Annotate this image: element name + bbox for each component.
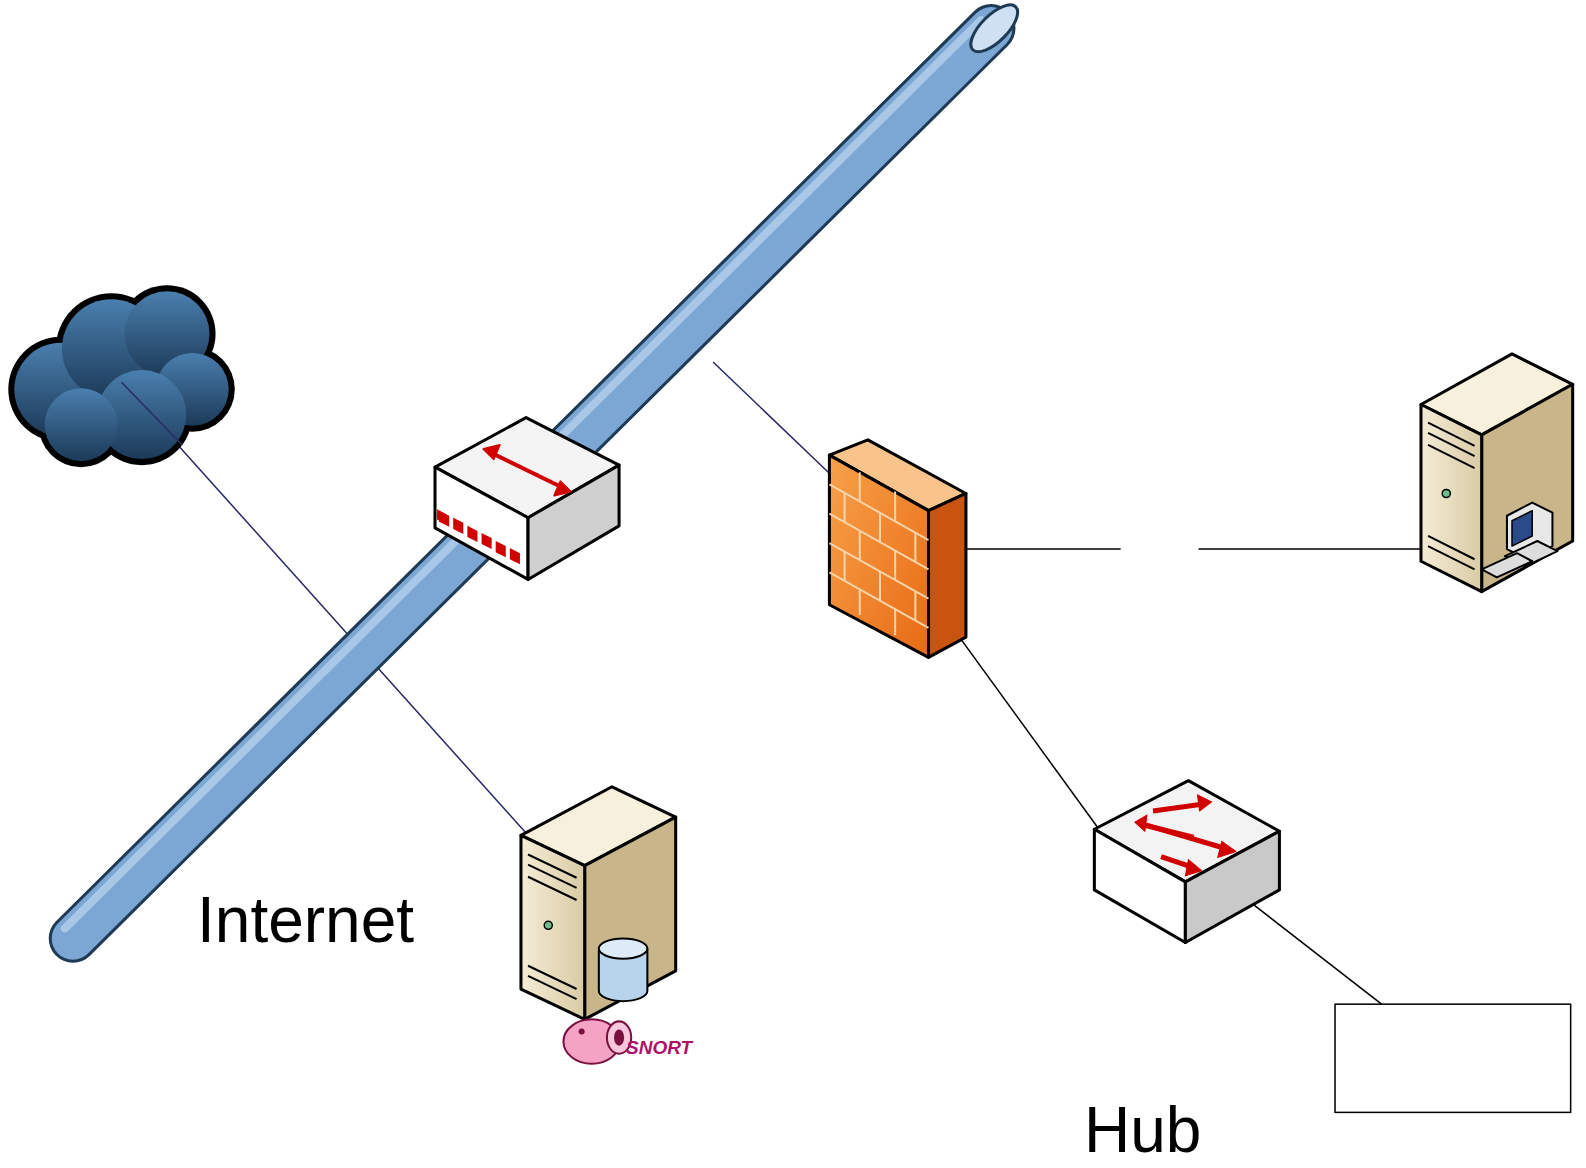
wire <box>713 362 831 475</box>
wire <box>961 639 1101 831</box>
internet-pipe <box>65 0 1025 938</box>
switch-icon <box>1094 781 1279 943</box>
wire <box>1254 905 1381 1004</box>
logo-text: SNORT <box>626 1038 692 1057</box>
hub-node: Hub <box>1084 1098 1201 1162</box>
cloud-icon <box>8 285 235 467</box>
port-lights <box>439 511 520 565</box>
snort-pig-logo <box>563 1019 631 1063</box>
region-label: Internet <box>197 888 414 952</box>
wire <box>1199 548 1421 550</box>
snort-server-icon <box>521 787 676 1020</box>
workstation-server-icon <box>1421 354 1573 592</box>
node-label: Hub <box>1084 1098 1201 1162</box>
repeater-icon <box>435 418 619 580</box>
empty-box <box>1335 1004 1571 1112</box>
wire <box>966 548 1121 550</box>
firewall-icon <box>829 440 966 657</box>
